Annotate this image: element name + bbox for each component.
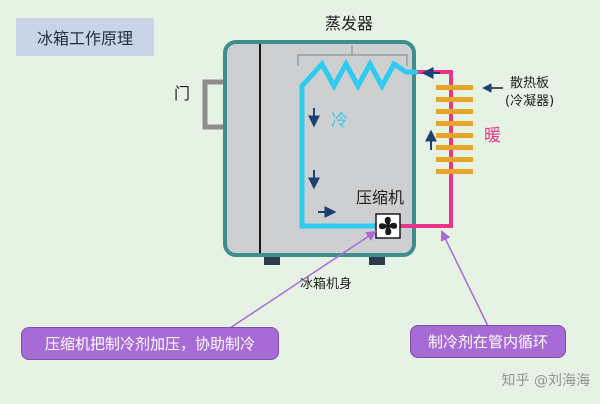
watermark: 知乎 @刘海海	[501, 373, 590, 389]
condenser-fin	[436, 157, 473, 162]
cold-pipe	[299, 58, 418, 229]
condenser-fin	[436, 145, 473, 150]
cold-label: 冷	[331, 111, 348, 131]
fridge-foot-right	[369, 255, 385, 265]
compressor-callout-arrow	[229, 230, 377, 329]
door-label: 门	[174, 84, 191, 103]
condenser-fin	[436, 133, 473, 138]
door-handle	[202, 79, 226, 130]
fridge-body	[223, 40, 416, 257]
radiator-label: 散热板	[510, 76, 550, 91]
refrigerant-callout-arrow	[440, 230, 489, 327]
diagram-title: 冰箱工作原理	[16, 18, 154, 56]
condenser-fin	[436, 109, 473, 114]
condenser-fins	[436, 85, 473, 174]
fridge-foot-left	[264, 255, 280, 265]
evaporator-bracket	[297, 45, 408, 66]
condenser-label: (冷凝器)	[505, 94, 555, 109]
condenser-fin	[436, 97, 473, 102]
compressor-label: 压缩机	[356, 188, 405, 207]
evaporator-label: 蒸发器	[325, 14, 374, 33]
refrigerant-callout: 制冷剂在管内循环	[410, 325, 566, 358]
condenser-fin	[436, 169, 473, 174]
compressor-callout: 压缩机把制冷剂加压，协助制冷	[21, 327, 279, 360]
condenser-fin	[436, 85, 473, 90]
condenser-fin	[436, 121, 473, 126]
warm-label: 暖	[484, 126, 501, 146]
compressor-fan-icon	[375, 213, 401, 239]
fridge-body-label: 冰箱机身	[300, 277, 353, 292]
